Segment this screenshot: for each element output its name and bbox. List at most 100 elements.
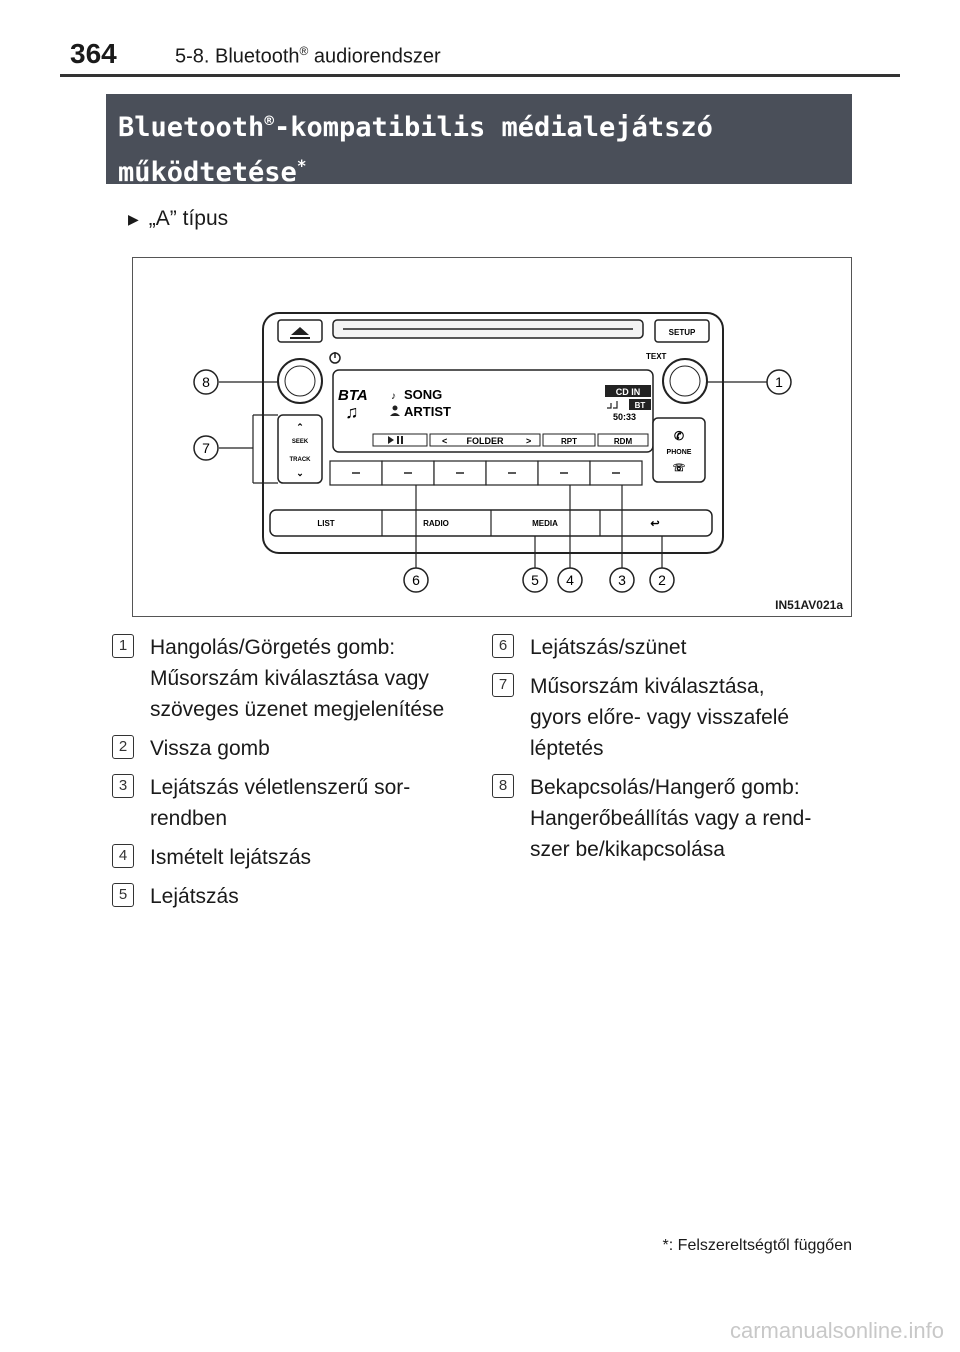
callout-1 (766, 369, 792, 395)
phone-handset-icon: ✆ (674, 429, 684, 443)
seek-label: SEEK (292, 439, 309, 445)
setup-label: SETUP (669, 328, 696, 337)
folder-label: FOLDER (467, 436, 504, 446)
legend-text: Lejátszás/szünet (530, 636, 687, 659)
svg-text:3: 3 (618, 572, 626, 588)
track-label: TRACK (290, 457, 312, 463)
radio-label: RADIO (423, 519, 449, 528)
legend-item-6: 6 Lejátszás/szünet (492, 632, 852, 663)
legend-number: 4 (112, 844, 134, 868)
legend-text: Lejátszás véletlenszerű sor- rendben (150, 776, 411, 830)
folder-prev-icon: < (442, 436, 447, 446)
rdm-label: RDM (614, 437, 633, 446)
title-line-2: működtetése* (118, 147, 840, 192)
phone-button (652, 417, 706, 483)
callout-4 (557, 567, 583, 593)
callout-5 (522, 567, 548, 593)
section-suffix: audiorendszer (308, 45, 441, 68)
footnote: *: Felszereltségtől függően (663, 1237, 852, 1255)
softkey-folder (429, 433, 541, 447)
legend-text: Műsorszám kiválasztása, gyors előre- vag… (530, 675, 790, 760)
legend-number: 1 (112, 634, 134, 658)
watermark: carmanualsonline.info (729, 1318, 944, 1343)
legend-number: 2 (112, 735, 134, 759)
audio-unit-illustration: SETUP TEXT BTA ♫ ♪ SONG ARTIST CD IN BT … (193, 312, 792, 593)
svg-text:1: 1 (775, 374, 783, 390)
signal-icon (607, 401, 618, 409)
type-line: ▶ „A” típus (128, 207, 228, 231)
legend-right: 6 Lejátszás/szünet 7 Műsorszám kiválaszt… (492, 632, 852, 873)
legend-item-2: 2 Vissza gomb (112, 733, 488, 764)
legend-item-8: 8 Bekapcsolás/Hangerő gomb: Hangerőbeáll… (492, 772, 852, 865)
artist-label: ARTIST (404, 404, 451, 419)
svg-text:2: 2 (658, 572, 666, 588)
legend-item-1: 1 Hangolás/Görgetés gomb: Műsorszám kivá… (112, 632, 488, 725)
song-note-icon: ♪ (391, 391, 396, 402)
title-registered-mark: ® (264, 111, 274, 130)
list-label: LIST (317, 519, 334, 528)
legend-text: Bekapcsolás/Hangerő gomb: Hangerőbeállít… (530, 776, 812, 861)
person-icon (392, 405, 398, 411)
svg-text:7: 7 (202, 440, 210, 456)
footnote-text: : Felszereltségtől függően (668, 1237, 852, 1254)
legend-item-4: 4 Ismételt lejátszás (112, 842, 488, 873)
eject-icon (291, 327, 309, 335)
seek-track-button (277, 414, 323, 484)
tune-scroll-knob (662, 358, 708, 404)
section-title: 5-8. Bluetooth® audiorendszer (175, 44, 441, 69)
section-prefix: 5-8. Bluetooth (175, 45, 300, 68)
asterisk-icon: * (662, 1237, 669, 1254)
legend-item-7: 7 Műsorszám kiválasztása, gyors előre- v… (492, 671, 852, 764)
power-volume-knob (277, 358, 323, 404)
legend-number: 3 (112, 774, 134, 798)
callout-6 (403, 567, 429, 593)
legend-item-3: 3 Lejátszás véletlenszerű sor- rendben (112, 772, 488, 834)
svg-text:8: 8 (202, 374, 210, 390)
figure-code: IN51AV021a (775, 598, 843, 612)
folder-next-icon: > (526, 436, 531, 446)
text-label: TEXT (646, 352, 667, 361)
svg-text:4: 4 (566, 572, 574, 588)
display-screen (332, 369, 654, 453)
legend-text: Vissza gomb (150, 737, 270, 760)
rpt-label: RPT (561, 437, 577, 446)
softkey-rdm (597, 433, 649, 447)
header-rule (60, 74, 900, 77)
bt-badge (629, 399, 651, 410)
callout-lines (219, 381, 767, 568)
chevron-down-icon: ⌄ (296, 468, 304, 478)
hang-up-icon: ☏ (673, 463, 686, 474)
registered-mark: ® (299, 44, 309, 58)
legend-text: Lejátszás (150, 885, 239, 908)
legend-item-5: 5 Lejátszás (112, 881, 488, 912)
legend-number: 6 (492, 634, 514, 658)
setup-button (654, 319, 710, 343)
legend-text: Hangolás/Görgetés gomb: Műsorszám kivála… (150, 636, 445, 721)
song-label: SONG (404, 387, 442, 402)
legend-left: 1 Hangolás/Görgetés gomb: Műsorszám kivá… (112, 632, 488, 920)
triangle-bullet-icon: ▶ (128, 210, 139, 227)
title-part-b: -kompatibilis médialejátszó (273, 112, 713, 143)
callout-7 (193, 435, 219, 461)
svg-text:6: 6 (412, 572, 420, 588)
svg-text:5: 5 (531, 572, 539, 588)
preset-button-2 (381, 460, 435, 486)
cd-in-label: CD IN (616, 387, 641, 397)
phone-label: PHONE (667, 449, 692, 456)
bta-logo: BTA (338, 387, 368, 404)
music-note-icon: ♫ (345, 402, 359, 422)
cd-in-badge (605, 385, 651, 397)
back-arrow-icon: ↩ (650, 518, 659, 530)
callout-2 (649, 567, 675, 593)
page-number: 364 (70, 38, 117, 69)
title-part-c: működtetése (118, 157, 297, 188)
title-part-a: Bluetooth (118, 112, 265, 143)
softkey-rpt (542, 433, 596, 447)
title-line-1: Bluetooth®-kompatibilis médialejátszó (118, 102, 840, 147)
play-pause-icon (388, 436, 394, 444)
chevron-up-icon: ⌃ (296, 422, 304, 432)
type-label: „A” típus (148, 207, 229, 230)
title-bar: Bluetooth®-kompatibilis médialejátszó mű… (106, 94, 852, 188)
bt-label: BT (635, 401, 646, 410)
legend-text: Ismételt lejátszás (150, 846, 312, 869)
